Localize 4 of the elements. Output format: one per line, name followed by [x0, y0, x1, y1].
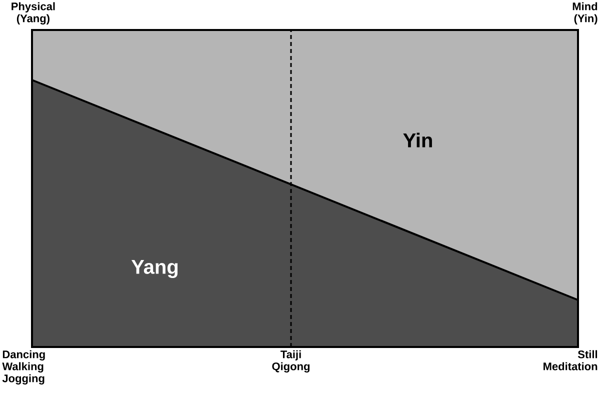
- axis-label: Physical (Yang): [12, 2, 55, 24]
- axis-label: Dancing Walking Jogging: [2, 350, 45, 384]
- axis-label: Mind (Yin): [572, 2, 598, 24]
- axis-label: Still Meditation: [544, 350, 598, 370]
